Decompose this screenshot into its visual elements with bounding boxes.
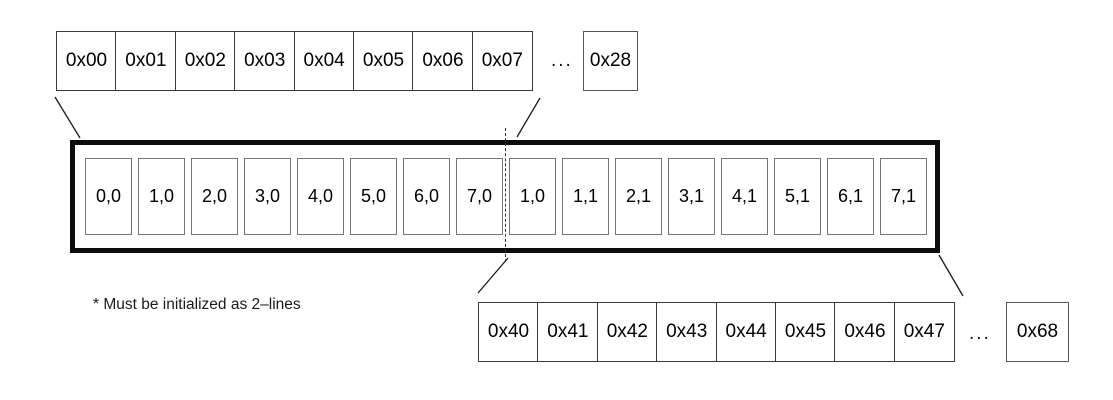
lower-address-cell: 0x43: [656, 302, 718, 362]
upper-address-cell: 0x07: [471, 31, 533, 91]
buffer-cell-line1: 1,1: [562, 158, 609, 235]
connector-line-bottom-right: [938, 254, 964, 297]
lower-address-cell: 0x41: [537, 302, 599, 362]
connector-line-bottom-left: [477, 257, 509, 294]
buffer-cell-line1: 6,1: [827, 158, 874, 235]
line-split-dashed-divider: [505, 128, 506, 262]
buffer-cell-line1: 5,1: [774, 158, 821, 235]
upper-address-ellipsis: ...: [551, 50, 573, 71]
buffer-cell-line0: 1,0: [138, 158, 185, 235]
lower-address-last-cell: 0x68: [1006, 302, 1069, 362]
footnote: * Must be initialized as 2–lines: [93, 296, 301, 313]
upper-address-cell: 0x06: [412, 31, 474, 91]
buffer-cell-line1: 7,1: [880, 158, 927, 235]
lower-address-cell: 0x42: [596, 302, 658, 362]
upper-address-cell: 0x04: [293, 31, 355, 91]
upper-address-last-cell: 0x28: [583, 31, 638, 91]
connector-line-top-left: [54, 96, 81, 139]
lower-address-cell: 0x40: [478, 302, 539, 362]
buffer-cell-line0: 4,0: [297, 158, 344, 235]
upper-address-cell: 0x02: [174, 31, 236, 91]
lower-address-cell: 0x44: [715, 302, 777, 362]
lower-address-cell: 0x45: [775, 302, 837, 362]
upper-address-cell: 0x00: [56, 31, 117, 91]
buffer-cell-line0: 3,0: [244, 158, 291, 235]
lower-address-ellipsis: ...: [969, 323, 991, 344]
buffer-cell-line0: 5,0: [350, 158, 397, 235]
buffer-cell-line0: 7,0: [456, 158, 503, 235]
buffer-cell-line1: 4,1: [721, 158, 768, 235]
upper-address-cell: 0x05: [353, 31, 415, 91]
buffer-cell-line0: 2,0: [191, 158, 238, 235]
buffer-cell-line1: 2,1: [615, 158, 662, 235]
buffer-cell-line1: 3,1: [668, 158, 715, 235]
buffer-cell-line0: 6,0: [403, 158, 450, 235]
upper-address-cell: 0x01: [115, 31, 177, 91]
buffer-cell-line1: 1,0: [509, 158, 556, 235]
connector-line-top-right: [516, 97, 541, 138]
lower-address-cell: 0x46: [834, 302, 896, 362]
upper-address-cell: 0x03: [234, 31, 296, 91]
lower-address-cell: 0x47: [893, 302, 955, 362]
buffer-cell-line0: 0,0: [85, 158, 132, 235]
